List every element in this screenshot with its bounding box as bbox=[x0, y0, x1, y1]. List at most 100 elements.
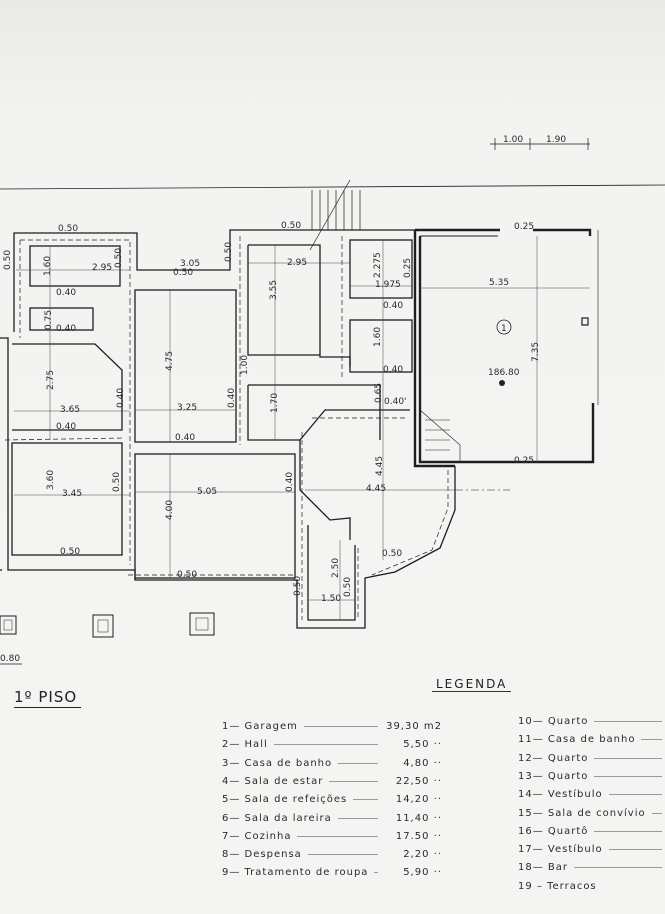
wall bbox=[247, 245, 320, 356]
scale-label: 1.00 bbox=[503, 135, 523, 145]
dimension-label: 4.45 bbox=[366, 484, 386, 494]
dimension-label: 3.05 bbox=[180, 259, 200, 269]
wall bbox=[11, 442, 123, 556]
legend-item: 18— Bar bbox=[518, 862, 665, 873]
dimension-label: 3.60 bbox=[46, 470, 56, 490]
dimension-label: 0.40 bbox=[383, 301, 403, 311]
legend-title: LEGENDA bbox=[432, 677, 512, 692]
leader-line bbox=[297, 835, 378, 837]
dimension-label: 2.50 bbox=[331, 558, 341, 578]
dimension-label: 0.40 bbox=[175, 433, 195, 443]
total-area-label: 186.80 bbox=[488, 368, 520, 378]
dimension-label: 7.35 bbox=[531, 342, 541, 362]
legend-item: 9— Tratamento de roupa 5,90 ·· bbox=[222, 867, 442, 878]
legend-item-label: 16— Quartô bbox=[518, 825, 589, 837]
site-line bbox=[0, 184, 665, 190]
drain-icon bbox=[499, 380, 505, 386]
wall bbox=[134, 453, 296, 579]
wall bbox=[134, 289, 237, 443]
legend-item: 15— Sala de convívio bbox=[518, 808, 665, 819]
leader-line bbox=[608, 794, 662, 796]
legend-item-label: 5— Sala de refeições bbox=[222, 794, 348, 806]
leader-line bbox=[594, 775, 662, 777]
dimension-label: 2.275 bbox=[373, 252, 383, 278]
leader-line bbox=[641, 739, 662, 741]
legend-item-label: 12— Quarto bbox=[518, 752, 589, 764]
scale-bar bbox=[490, 138, 590, 150]
dimension-label: 0.65 bbox=[374, 383, 384, 403]
leader-line bbox=[651, 812, 662, 814]
leader-line bbox=[273, 744, 378, 746]
dimension-label: 3.65 bbox=[60, 405, 80, 415]
corner-dimension-label: 0.80 bbox=[0, 654, 20, 664]
wall bbox=[29, 245, 121, 287]
dimension-label: 0.25 bbox=[403, 258, 413, 278]
leader-line bbox=[303, 726, 378, 727]
dimension-label: 2.95 bbox=[92, 263, 112, 273]
legend-item-label: 6— Sala da lareira bbox=[222, 812, 332, 824]
exterior-stairs bbox=[309, 179, 361, 251]
dimension-label: 0.50 bbox=[281, 221, 301, 231]
legend-item-label: 19 – Terracos bbox=[518, 880, 597, 892]
legend-item: 11— Casa de banho bbox=[518, 734, 665, 745]
wall bbox=[299, 409, 410, 441]
garage-wall bbox=[533, 228, 592, 236]
floor-title: 1º PISO bbox=[14, 688, 82, 708]
legend-item-area: 39,30 m2 bbox=[386, 721, 442, 732]
dimension-label: 5.35 bbox=[489, 278, 509, 288]
legend-item: 19 – Terracos bbox=[518, 881, 665, 892]
room-marker-number: 1 bbox=[501, 324, 507, 334]
legend-item-label: 13— Quarto bbox=[518, 770, 589, 782]
dimension-label: 0.50 bbox=[112, 472, 122, 492]
legend-item-label: 18— Bar bbox=[518, 862, 569, 874]
pillars bbox=[0, 612, 215, 638]
dimension-label: 0.50 bbox=[3, 250, 13, 270]
dimension-label: 0.40 bbox=[56, 422, 76, 432]
dimension-label: 0.40 bbox=[56, 324, 76, 334]
legend-item-label: 15— Sala de convívio bbox=[518, 807, 646, 819]
legend-item-label: 2— Hall bbox=[222, 739, 268, 751]
dimension-label: 0.50 bbox=[293, 576, 303, 596]
dimension-label: 4.00 bbox=[165, 500, 175, 520]
leader-line bbox=[337, 817, 378, 819]
dimension-label: 1.60 bbox=[43, 256, 53, 276]
dimension-label: 0.50 bbox=[114, 248, 124, 268]
leader-line bbox=[594, 721, 662, 722]
wall bbox=[0, 337, 456, 629]
dimension-label: 0.50 bbox=[58, 224, 78, 234]
garage-wall bbox=[418, 236, 595, 464]
wall bbox=[307, 525, 356, 621]
legend-item-area: 2,20 ·· bbox=[403, 849, 442, 861]
dimension-label: 3.25 bbox=[177, 403, 197, 413]
legend-item-label: 11— Casa de banho bbox=[518, 734, 636, 746]
dimension-label: 2.75 bbox=[46, 370, 56, 390]
dimension-label: 0.40 bbox=[383, 365, 403, 375]
legend-item-label: 17— Vestíbulo bbox=[518, 844, 603, 856]
legend-item-area: 14,20 ·· bbox=[395, 794, 442, 806]
dimension-label: 3.55 bbox=[269, 280, 279, 300]
dimension-label: 1.50 bbox=[321, 594, 341, 604]
dimension-label: 0.50 bbox=[382, 549, 402, 559]
legend-item: 10— Quarto bbox=[518, 716, 665, 727]
scale-label: 1.90 bbox=[546, 135, 566, 145]
dimension-label: 0.50 bbox=[224, 242, 234, 262]
wall bbox=[13, 229, 415, 332]
dimension-label: 0.25 bbox=[514, 222, 534, 232]
wall bbox=[349, 319, 413, 373]
wall bbox=[247, 385, 300, 441]
legend-item: 16— Quartô bbox=[518, 826, 665, 837]
leader-line bbox=[307, 854, 378, 856]
legend-item-area: 5,90 ·· bbox=[403, 867, 442, 879]
dimension-label: 1.60 bbox=[373, 327, 383, 347]
legend-item-area: 22,50 ·· bbox=[395, 775, 442, 787]
wall bbox=[29, 307, 94, 331]
legend-item-label: 9— Tratamento de roupa bbox=[222, 867, 369, 879]
legend-item-label: 1— Garagem bbox=[222, 721, 298, 732]
dimension-label: 1.00 bbox=[240, 355, 250, 375]
dimension-label: 4.45 bbox=[375, 456, 385, 476]
legend-item-label: 14— Vestíbulo bbox=[518, 789, 603, 801]
leader-line bbox=[594, 830, 662, 832]
